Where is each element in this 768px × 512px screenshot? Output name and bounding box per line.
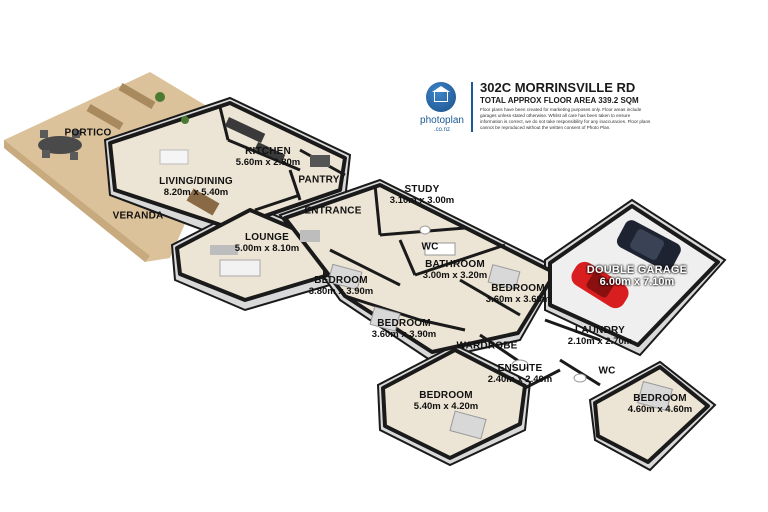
garage-cars xyxy=(571,220,681,309)
room-label-entrance: ENTRANCE xyxy=(304,205,362,217)
room-label-bathroom: BATHROOM 3.00m x 3.20m xyxy=(422,259,488,281)
room-label-wardrobe: WARDROBE xyxy=(456,340,518,352)
photoplan-logo: photoplan .co.nz xyxy=(412,82,468,142)
room-label-wc-2: WC xyxy=(598,365,616,377)
interior-walls xyxy=(218,106,601,390)
property-address: 302C MORRINSVILLE RD xyxy=(480,80,636,95)
floor-bedroom-front xyxy=(381,348,527,460)
interior-furniture xyxy=(159,117,330,277)
room-label-portico: PORTICO xyxy=(64,127,112,139)
floor-lounge xyxy=(175,208,327,302)
room-label-double-garage: DOUBLE GARAGE 6.00m x 7.10m xyxy=(586,264,688,288)
room-label-wc: WC xyxy=(421,241,439,253)
floor-bedroom-rear xyxy=(593,365,710,464)
room-label-bedroom-4: BEDROOM 5.40m x 4.20m xyxy=(413,390,479,412)
header-divider xyxy=(471,82,473,132)
floor-corridor xyxy=(283,183,557,354)
dark-suv xyxy=(616,220,681,271)
room-label-study: STUDY 3.10m x 3.00m xyxy=(389,184,455,206)
house-icon xyxy=(426,82,456,112)
disclaimer-text: Floor plans have been created for market… xyxy=(480,107,651,130)
room-label-bedroom-5: BEDROOM 4.60m x 4.60m xyxy=(627,393,693,415)
room-label-bedroom-2: BEDROOM 3.60m x 3.60m xyxy=(485,283,551,305)
bathroom-fixtures xyxy=(419,225,587,383)
floor-garage xyxy=(548,204,720,347)
room-label-kitchen: KITCHEN 5.60m x 2.80m xyxy=(235,146,301,168)
veranda-deck-edge xyxy=(4,140,150,262)
logo-subtext: .co.nz xyxy=(433,127,450,133)
floors xyxy=(108,101,710,464)
beds xyxy=(327,263,673,440)
room-label-lounge: LOUNGE 5.00m x 8.10m xyxy=(234,232,300,254)
room-label-pantry: PANTRY xyxy=(298,174,340,186)
room-label-veranda: VERANDA xyxy=(112,210,164,222)
room-label-bedroom-3: BEDROOM 3.60m x 3.90m xyxy=(371,318,437,340)
floor-living xyxy=(108,101,347,230)
total-floor-area: TOTAL APPROX FLOOR AREA 339.2 SQM xyxy=(480,96,639,105)
portico-furniture xyxy=(38,83,189,160)
room-label-laundry: LAUNDRY 2.10m x 2.70m xyxy=(567,325,633,347)
room-label-ensuite: ENSUITE 2.40m x 2.40m xyxy=(487,363,553,385)
room-label-bedroom-1: BEDROOM 3.80m x 3.90m xyxy=(308,275,374,297)
room-label-living: LIVING/DINING 8.20m x 5.40m xyxy=(159,176,233,198)
logo-wordmark: photoplan xyxy=(420,115,464,126)
red-car xyxy=(571,261,629,309)
